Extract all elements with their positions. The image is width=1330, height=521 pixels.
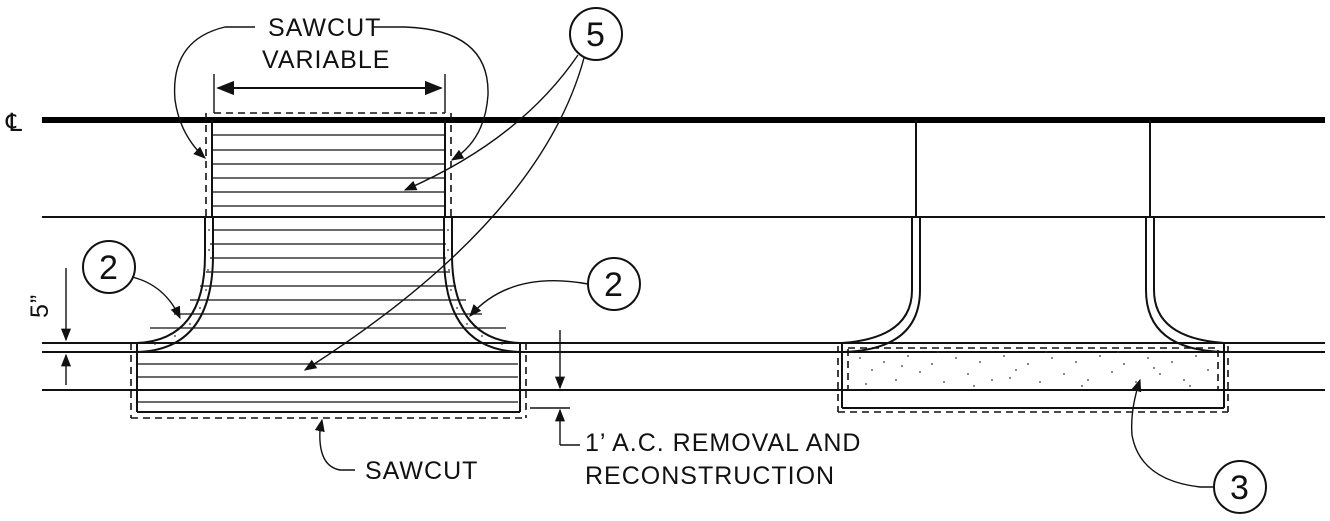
sawcut-leader-right (372, 26, 489, 161)
callout-5-leader-b (303, 57, 585, 371)
ac-removal-label: 1’ A.C. REMOVAL AND (585, 429, 861, 457)
sawcut-bottom-leader (314, 418, 355, 471)
callout-2-left-leader (131, 276, 181, 320)
driveway-right (841, 120, 1225, 409)
dim-5in-label: 5” (26, 294, 54, 318)
curb-stipple-left (154, 229, 210, 345)
hatch-upper (137, 134, 518, 403)
callout-5-number: 5 (586, 16, 605, 54)
callout-2-right-number: 2 (604, 266, 623, 304)
sawcut-outline-left (130, 112, 527, 419)
driveway-left (136, 120, 521, 413)
callout-2-left-number: 2 (99, 249, 118, 287)
dim-5in (48, 268, 78, 385)
callout-2-right-leader (469, 280, 589, 317)
property-line-symbol: ℄ (5, 109, 23, 137)
curb-stipple-right (447, 229, 503, 345)
sawcut-top-label: SAWCUT (268, 14, 381, 42)
sawcut-leader-left (173, 26, 255, 159)
variable-label: VARIABLE (262, 46, 390, 74)
sawcut-bottom-label: SAWCUT (365, 457, 478, 485)
gutter-stipple-area (837, 346, 1229, 413)
callout-3-leader (1130, 378, 1214, 488)
callout-3-number: 3 (1230, 469, 1249, 507)
callout-2-left-circle (82, 240, 136, 294)
dim-ac (530, 330, 580, 446)
callout-5-circle (569, 7, 623, 61)
variable-dimension (213, 74, 446, 113)
reconstruction-label: RECONSTRUCTION (585, 462, 835, 490)
callout-5-leader-a (403, 54, 579, 191)
